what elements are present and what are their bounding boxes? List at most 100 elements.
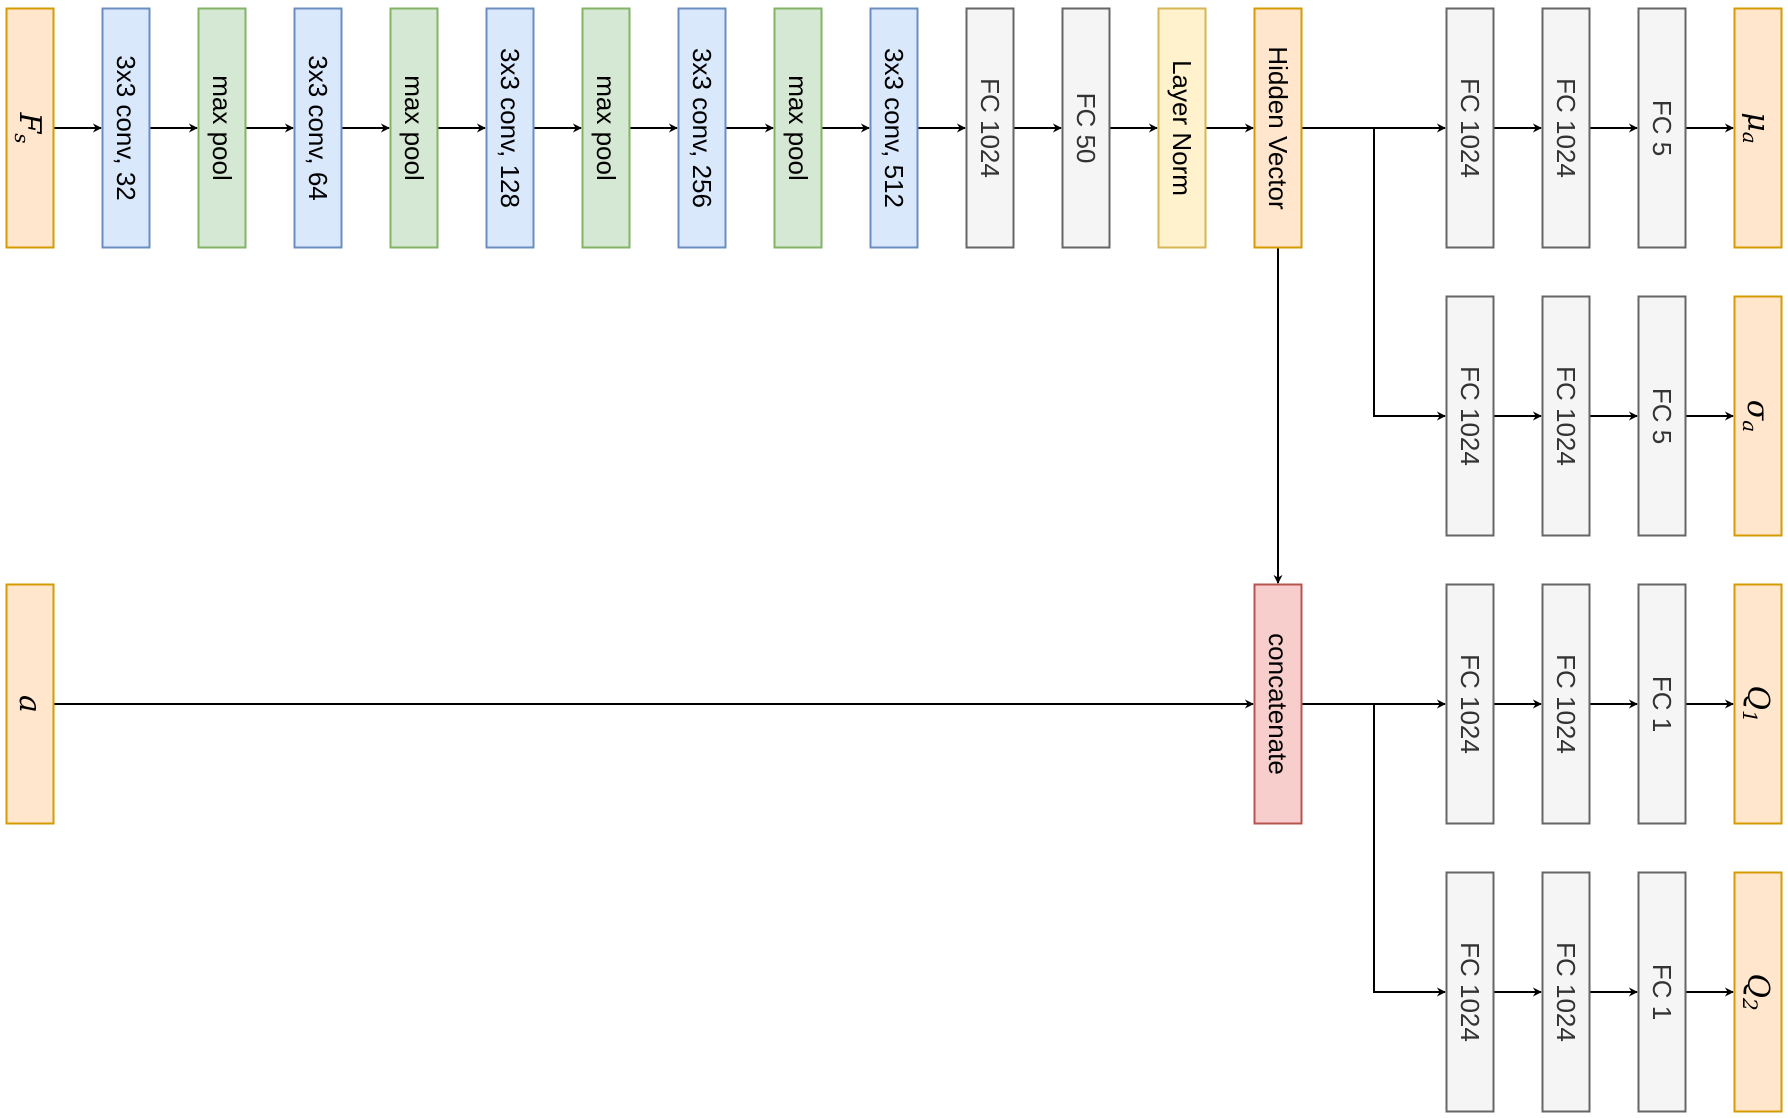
sigma-head-output: σa [1733, 295, 1783, 537]
mu-head-output-symbol: μa [1738, 112, 1776, 143]
q1-head-output-symbol: Q1 [1738, 685, 1776, 722]
mu-head-output-rect [1733, 7, 1783, 249]
input-a-symbol: a [13, 695, 48, 713]
sigma-head-output-symbol: σa [1738, 400, 1776, 432]
maxpool-block-3-label: max pool [591, 75, 621, 181]
fc-1024-block: FC 1024 [965, 7, 1015, 249]
layer-norm-block-label: Layer Norm [1167, 60, 1197, 196]
mu-head-fc3: FC 5 [1637, 7, 1687, 249]
conv-block-4: 3x3 conv, 256 [677, 7, 727, 249]
sigma-head-fc2: FC 1024 [1541, 295, 1591, 537]
conv-block-5-rect [869, 7, 919, 249]
conv-block-3-rect [485, 7, 535, 249]
fc-1024-block-rect [965, 7, 1015, 249]
mu-head-fc3-label: FC 5 [1647, 100, 1677, 156]
edges-layer [54, 123, 1734, 997]
q2-head-output-symbol: Q2 [1738, 973, 1776, 1010]
layer-norm-block: Layer Norm [1157, 7, 1207, 249]
q2-head-input-arrow [1302, 703, 1446, 997]
fc-50-block: FC 50 [1061, 7, 1111, 249]
q2-head-fc1-rect [1445, 871, 1495, 1113]
sigma-head-fc3: FC 5 [1637, 295, 1687, 537]
conv-block-5: 3x3 conv, 512 [869, 7, 919, 249]
maxpool-block-4: max pool [773, 7, 823, 249]
maxpool-block-4-label: max pool [783, 75, 813, 181]
maxpool-block-1-label: max pool [207, 75, 237, 181]
conv-block-1: 3x3 conv, 32 [101, 7, 151, 249]
nodes-layer: Fs 3x3 conv, 32 max pool 3x3 conv, 64 max po… [5, 7, 1783, 1113]
sigma-head-fc1: FC 1024 [1445, 295, 1495, 537]
mu-head-fc1: FC 1024 [1445, 7, 1495, 249]
q1-head-fc3-rect [1637, 583, 1687, 825]
mu-head-fc1-label: FC 1024 [1455, 78, 1485, 178]
maxpool-block-2-label: max pool [399, 75, 429, 181]
sigma-head-fc1-rect [1445, 295, 1495, 537]
mu-head-fc2: FC 1024 [1541, 7, 1591, 249]
conv-block-1-label: 3x3 conv, 32 [111, 55, 141, 201]
conv-block-3: 3x3 conv, 128 [485, 7, 535, 249]
q1-head-fc2-rect [1541, 583, 1591, 825]
q2-head-fc2: FC 1024 [1541, 871, 1591, 1113]
input-a: a [5, 583, 55, 825]
concatenate-block: concatenate [1253, 583, 1303, 825]
conv-block-2-label: 3x3 conv, 64 [303, 55, 333, 201]
sigma-head-fc2-label: FC 1024 [1551, 366, 1581, 466]
input-fs: Fs [5, 7, 55, 249]
q2-head-output: Q2 [1733, 871, 1783, 1113]
maxpool-block-3: max pool [581, 7, 631, 249]
maxpool-block-2-rect [389, 7, 439, 249]
sigma-head-fc2-rect [1541, 295, 1591, 537]
q1-head-fc3-label: FC 1 [1647, 676, 1677, 732]
hidden-vector-block-label: Hidden Vector [1263, 46, 1293, 210]
hidden-vector-block-rect [1253, 7, 1303, 249]
conv-block-2: 3x3 conv, 64 [293, 7, 343, 249]
sigma-head-input-arrow [1302, 127, 1446, 421]
q2-head-output-rect [1733, 871, 1783, 1113]
mu-head-output: μa [1733, 7, 1783, 249]
input-fs-symbol: Fs [10, 111, 48, 143]
fc-50-block-label: FC 50 [1071, 93, 1101, 164]
conv-block-2-rect [293, 7, 343, 249]
conv-block-4-rect [677, 7, 727, 249]
q2-head-fc3-label: FC 1 [1647, 964, 1677, 1020]
maxpool-block-2: max pool [389, 7, 439, 249]
q2-head-fc3-rect [1637, 871, 1687, 1113]
concatenate-block-rect [1253, 583, 1303, 825]
q1-head-fc2: FC 1024 [1541, 583, 1591, 825]
input-fs-rect [5, 7, 55, 249]
layer-norm-block-rect [1157, 7, 1207, 249]
concatenate-block-label: concatenate [1263, 633, 1293, 775]
mu-head-fc1-rect [1445, 7, 1495, 249]
q2-head-fc3: FC 1 [1637, 871, 1687, 1113]
q1-head-fc1-rect [1445, 583, 1495, 825]
sigma-head-fc1-label: FC 1024 [1455, 366, 1485, 466]
q1-head-fc2-label: FC 1024 [1551, 654, 1581, 754]
conv-block-5-label: 3x3 conv, 512 [879, 48, 909, 208]
q1-head-output: Q1 [1733, 583, 1783, 825]
sigma-head-fc3-rect [1637, 295, 1687, 537]
mu-head-fc3-rect [1637, 7, 1687, 249]
fc-1024-block-label: FC 1024 [975, 78, 1005, 178]
maxpool-block-3-rect [581, 7, 631, 249]
fc-50-block-rect [1061, 7, 1111, 249]
q1-head-fc1-label: FC 1024 [1455, 654, 1485, 754]
q2-head-fc2-rect [1541, 871, 1591, 1113]
maxpool-block-4-rect [773, 7, 823, 249]
q2-head-fc1-label: FC 1024 [1455, 942, 1485, 1042]
maxpool-block-1: max pool [197, 7, 247, 249]
hidden-vector-block: Hidden Vector [1253, 7, 1303, 249]
q2-head-fc2-label: FC 1024 [1551, 942, 1581, 1042]
q1-head-fc3: FC 1 [1637, 583, 1687, 825]
sigma-head-output-rect [1733, 295, 1783, 537]
q1-head-fc1: FC 1024 [1445, 583, 1495, 825]
sigma-head-fc3-label: FC 5 [1647, 388, 1677, 444]
input-a-rect [5, 583, 55, 825]
q2-head-fc1: FC 1024 [1445, 871, 1495, 1113]
mu-head-fc2-label: FC 1024 [1551, 78, 1581, 178]
q1-head-output-rect [1733, 583, 1783, 825]
conv-block-4-label: 3x3 conv, 256 [687, 48, 717, 208]
conv-block-3-label: 3x3 conv, 128 [495, 48, 525, 208]
conv-block-1-rect [101, 7, 151, 249]
maxpool-block-1-rect [197, 7, 247, 249]
